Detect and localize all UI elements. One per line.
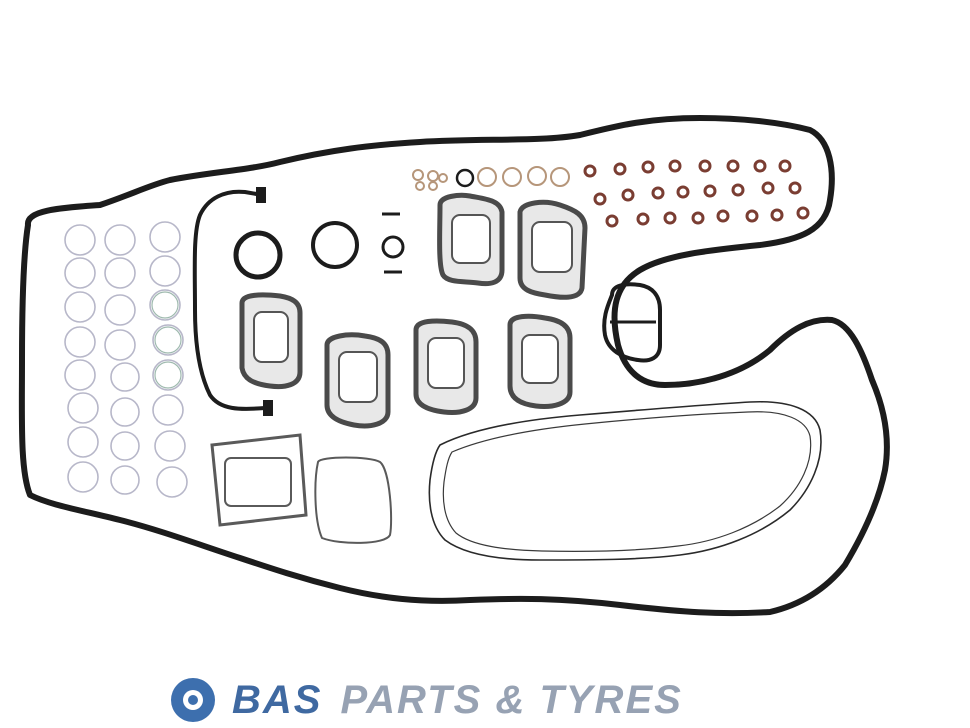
valve-cover-gasket	[18, 115, 890, 617]
round-seals	[233, 168, 475, 280]
flange-gaskets	[210, 433, 393, 544]
thin-cover-gasket-inner	[442, 411, 812, 552]
black-rubber-strip	[192, 189, 266, 411]
strip-clip-bottom	[263, 400, 273, 416]
manifold-gasket-openings	[253, 214, 573, 403]
small-clips	[382, 212, 402, 274]
watermark-rest: PARTS & TYRES	[340, 678, 683, 722]
o-ring-grid	[64, 221, 188, 498]
o-ring-grid-green	[151, 291, 182, 389]
brown-seals	[583, 159, 810, 228]
strip-clip-top	[256, 187, 266, 203]
brand-watermark: BAS PARTS & TYRES	[160, 672, 820, 728]
bas-logo-icon	[171, 678, 215, 722]
watermark-text: BAS PARTS & TYRES	[232, 678, 683, 723]
washers	[412, 166, 570, 191]
watermark-brand: BAS	[232, 678, 323, 722]
thin-cover-gasket	[428, 400, 822, 561]
small-black-gasket	[602, 282, 662, 363]
